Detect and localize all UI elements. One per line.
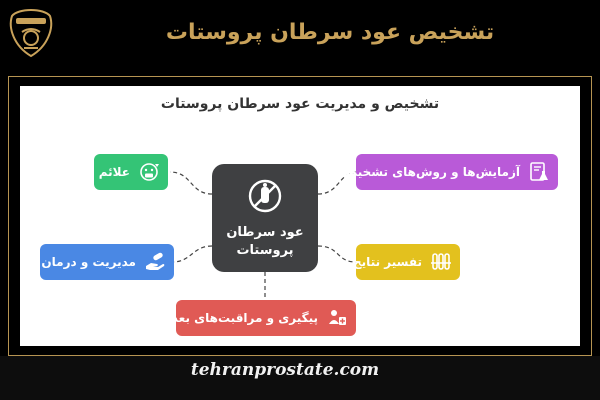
central-topic-label: عود سرطان پروستات [226, 225, 304, 258]
node-tests[interactable]: آزمایش‌ها و روش‌های تشخیصی [334, 154, 558, 190]
central-topic[interactable]: عود سرطان پروستات [212, 164, 318, 272]
website-link[interactable]: tehranprostate.com [0, 356, 600, 400]
patient-care-icon [326, 306, 348, 330]
connector-lines [169, 171, 359, 300]
prostate-logo-icon [9, 9, 53, 58]
sick-face-icon [138, 160, 160, 184]
node-results[interactable]: تفسیر نتایج [353, 244, 460, 280]
page-title: تشخیص عود سرطان پروستات [165, 20, 495, 45]
no-prostate-icon [248, 179, 282, 213]
node-symptoms-label: علائم [98, 165, 130, 179]
node-followup[interactable]: پیگیری و مراقبت‌های بعدی [161, 300, 356, 336]
node-tests-label: آزمایش‌ها و روش‌های تشخیصی [333, 165, 520, 179]
node-symptoms[interactable]: علائم [94, 154, 168, 190]
diagram-title: تشخیص و مدیریت عود سرطان پروستات [160, 96, 440, 112]
node-treatment-label: مدیریت و درمان [41, 255, 136, 269]
node-treatment[interactable]: مدیریت و درمان [40, 244, 174, 280]
lab-flask-icon [528, 160, 550, 184]
node-results-label: تفسیر نتایج [353, 255, 422, 269]
hand-pill-icon [144, 250, 166, 274]
diagram-card: تشخیص و مدیریت عود سرطان پروستات عود سرط… [20, 86, 580, 346]
test-tubes-icon [430, 250, 452, 274]
node-followup-label: پیگیری و مراقبت‌های بعدی [160, 311, 318, 325]
